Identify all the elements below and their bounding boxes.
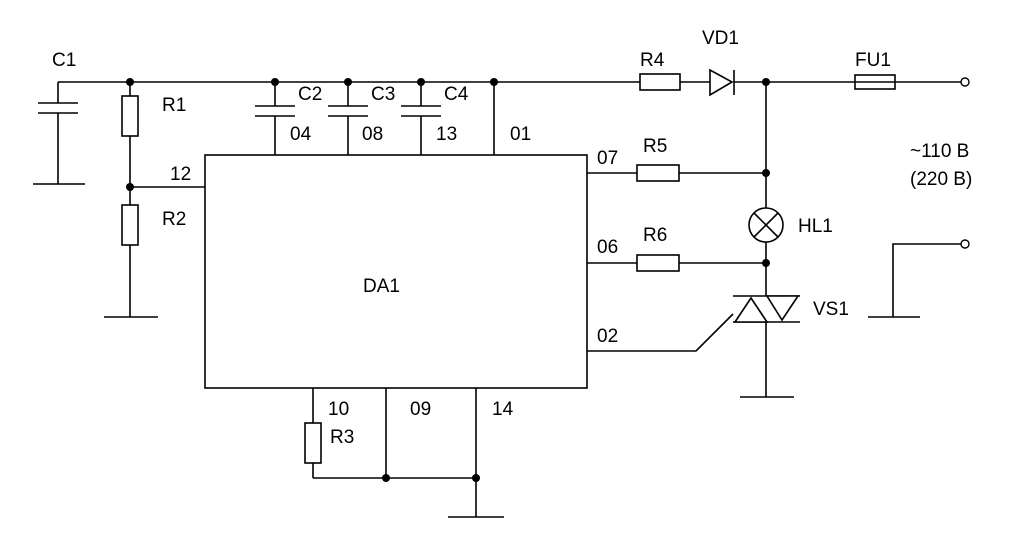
resistor-r4 — [639, 73, 681, 91]
pin-13: 13 — [436, 124, 457, 145]
label-hl1: HL1 — [798, 216, 833, 237]
lamp-hl1 — [748, 207, 784, 243]
pin-08: 08 — [362, 124, 383, 145]
resistor-r3 — [304, 388, 322, 478]
capacitor-c1 — [33, 82, 85, 185]
supply-voltage-alt: (220 В) — [910, 169, 972, 190]
label-c3: C3 — [371, 84, 395, 105]
label-r4: R4 — [640, 50, 665, 71]
label-r6: R6 — [643, 225, 667, 246]
diode-vd1 — [709, 68, 735, 97]
fuse-fu1 — [854, 74, 896, 90]
pin-04: 04 — [290, 124, 312, 145]
label-da1: DA1 — [363, 276, 400, 297]
resistor-r5 — [587, 164, 766, 182]
wire-pin02-gate — [587, 313, 734, 352]
label-vd1: VD1 — [702, 28, 739, 49]
resistor-r6 — [587, 254, 766, 272]
pin-02: 02 — [597, 326, 618, 347]
triac-vs1 — [733, 295, 800, 398]
terminal-top — [960, 77, 970, 87]
pin-14: 14 — [492, 399, 514, 420]
label-vs1: VS1 — [813, 299, 849, 320]
capacitor-c2 — [255, 82, 295, 155]
wire-neutral — [892, 243, 961, 317]
resistor-r1 — [121, 82, 139, 205]
label-r1: R1 — [162, 95, 186, 116]
pin-10: 10 — [328, 399, 349, 420]
label-fu1: FU1 — [855, 50, 891, 71]
pin-01: 01 — [510, 124, 531, 145]
pin-07: 07 — [597, 148, 618, 169]
label-r5: R5 — [643, 136, 667, 157]
resistor-r2 — [104, 204, 158, 318]
pin-06: 06 — [597, 237, 618, 258]
label-c2: C2 — [298, 84, 322, 105]
label-r3: R3 — [330, 427, 354, 448]
terminal-bottom — [960, 239, 970, 249]
supply-voltage: ~110 В — [910, 141, 969, 162]
ic-da1 — [204, 154, 588, 389]
pin-09: 09 — [410, 399, 431, 420]
junction-dots — [126, 78, 770, 482]
pin-12: 12 — [170, 164, 191, 185]
label-r2: R2 — [162, 209, 186, 230]
label-c1: C1 — [52, 50, 76, 71]
capacitor-c4 — [401, 82, 441, 155]
label-c4: C4 — [444, 84, 469, 105]
